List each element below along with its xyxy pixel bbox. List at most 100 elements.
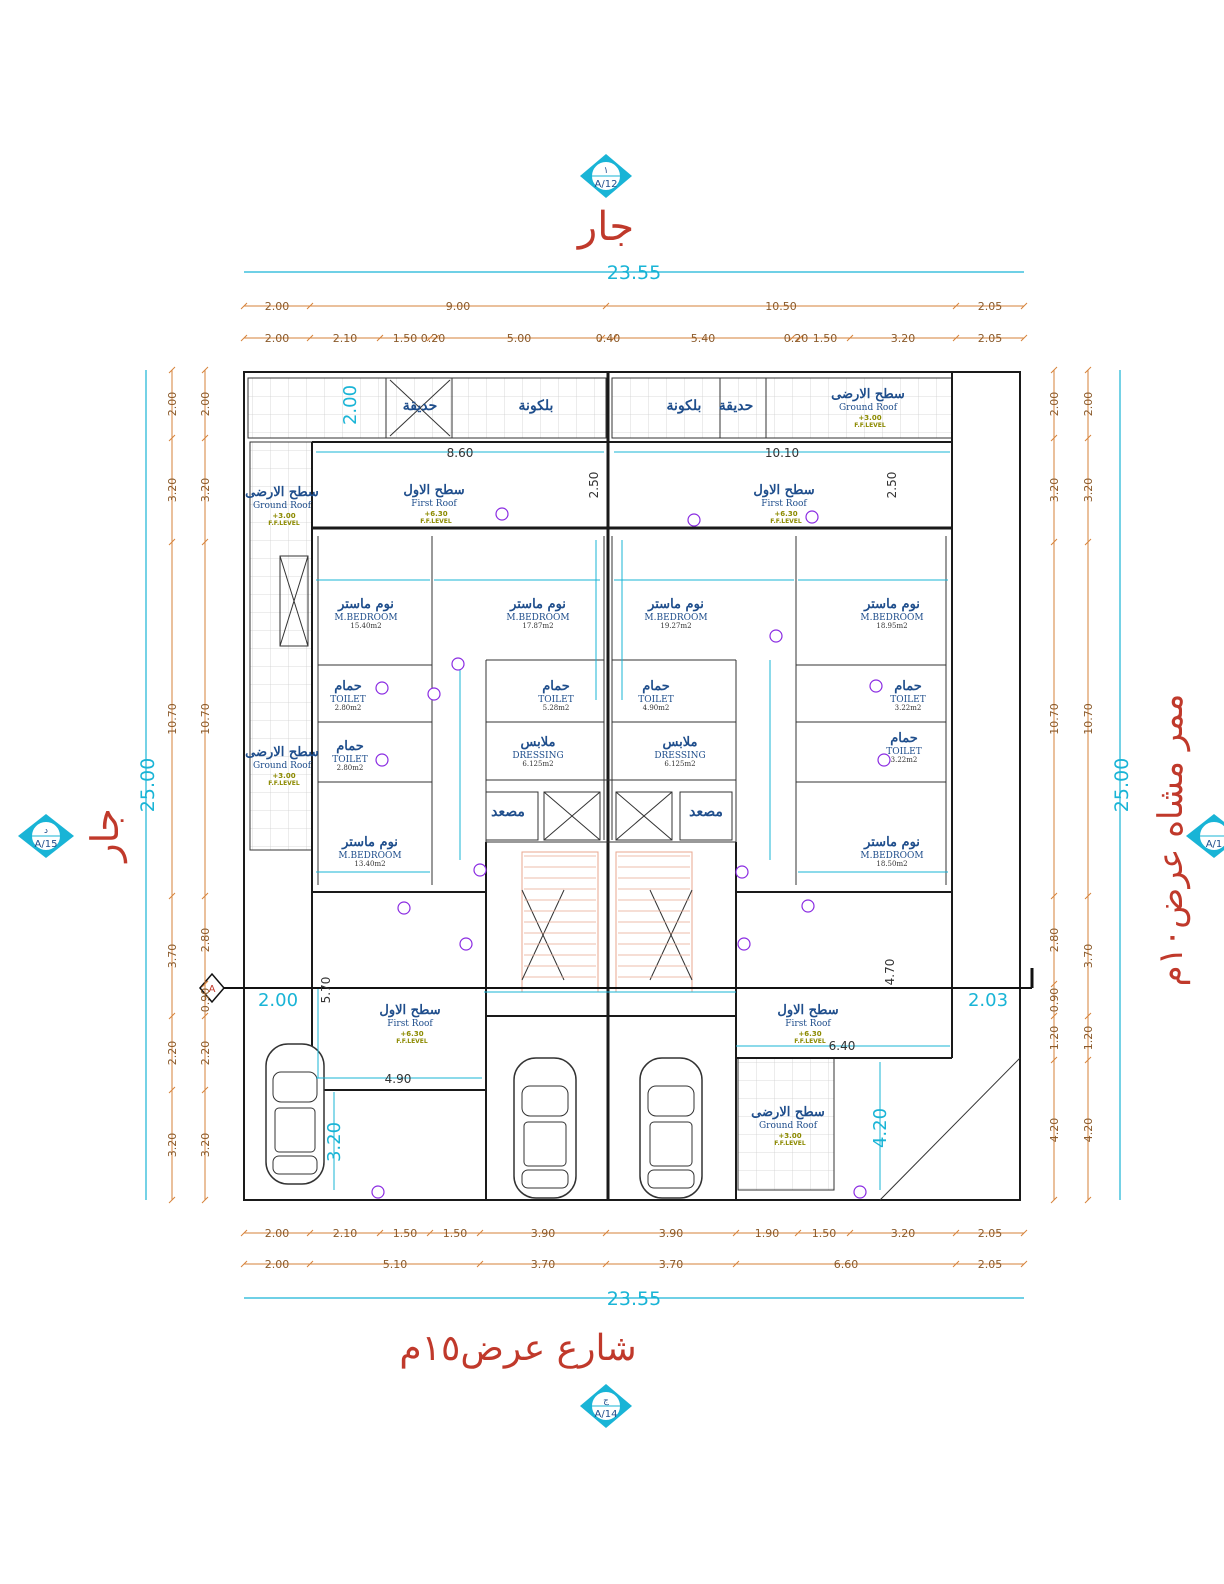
room-area: 2.80m2: [337, 764, 364, 772]
walls: [243, 371, 1021, 1201]
left_inner-tick: [201, 538, 209, 546]
top_row2-tick: [788, 334, 796, 342]
top_row2-tick: [598, 334, 606, 342]
top_row2-tick: [426, 334, 434, 342]
bottom_row2-tick: [1020, 1260, 1028, 1268]
left_inner-label: 2.20: [199, 1041, 212, 1066]
room-name-en: Ground Roof: [759, 1121, 818, 1131]
window-marker: [427, 687, 441, 701]
room-name-ar: نوم ماستر: [863, 597, 920, 612]
room-name-en: M.BEDROOM: [334, 613, 397, 623]
left_inner-tick: [201, 1196, 209, 1204]
room-name-ar: حمام: [336, 739, 364, 754]
room-level: +6.30: [798, 1030, 821, 1038]
room-area: 3.22m2: [895, 704, 922, 712]
bottom_row2-tick: [476, 1260, 484, 1268]
bottom_row1-label: 2.10: [333, 1227, 358, 1240]
top_row2-label: 0.20: [421, 332, 446, 345]
plan-dimension-label: 6.40: [829, 1039, 856, 1053]
street-bottom-label: شارع عرض١٥م: [399, 1328, 636, 1369]
room-name-en: M.BEDROOM: [338, 851, 401, 861]
left_outer-tick: [168, 1012, 176, 1020]
top_row2-tick: [796, 334, 804, 342]
bottom_row2-label: 3.70: [659, 1258, 684, 1271]
room-name-ar: نوم ماستر: [647, 597, 704, 612]
bottom_row1-tick: [732, 1229, 740, 1237]
right_outer-tick: [1084, 1012, 1092, 1020]
top_row2-label: 3.20: [891, 332, 916, 345]
right_inner-tick: [1050, 1012, 1058, 1020]
room-name-en: M.BEDROOM: [860, 613, 923, 623]
top_row2-tick: [610, 334, 618, 342]
top_row2-tick: [952, 334, 960, 342]
top_row2-tick: [306, 334, 314, 342]
room-name-en: First Roof: [761, 499, 807, 509]
left_inner-tick: [201, 1086, 209, 1094]
level-tag: F.F.LEVEL: [794, 1038, 826, 1045]
bottom_row1-tick: [306, 1229, 314, 1237]
room-name-ar: بلكونة: [519, 398, 554, 414]
section-mark-bottom: جA/14: [580, 1384, 632, 1428]
right_outer-label: 3.20: [1082, 478, 1095, 503]
car-icon: [513, 1057, 577, 1199]
right_inner-label: 1.20: [1048, 1026, 1061, 1051]
left_inner-label: 3.20: [199, 1133, 212, 1158]
room-name-en: TOILET: [538, 695, 574, 705]
right_inner-tick: [1050, 1196, 1058, 1204]
room-name-ar: سطح الاول: [379, 1003, 440, 1018]
room-name-en: Ground Roof: [253, 501, 312, 511]
room-area: 6.125m2: [664, 760, 695, 768]
bottom_row1-tick: [846, 1229, 854, 1237]
room-level: +3.00: [272, 772, 295, 780]
room-area: 19.27m2: [660, 622, 691, 630]
window-marker: [877, 753, 891, 767]
room-level: +6.30: [774, 510, 797, 518]
room-name-en: First Roof: [387, 1019, 433, 1029]
room-area: 6.125m2: [522, 760, 553, 768]
room-name-ar: سطح الاول: [777, 1003, 838, 1018]
right_outer-tick: [1084, 892, 1092, 900]
bottom_row2-label: 3.70: [531, 1258, 556, 1271]
level-tag: F.F.LEVEL: [268, 520, 300, 527]
left_inner-label: 3.20: [199, 478, 212, 503]
top_row1-tick: [602, 302, 610, 310]
room-area: 18.50m2: [876, 860, 907, 868]
left_outer-label: 3.70: [166, 944, 179, 969]
top_row1-label: 2.05: [978, 300, 1003, 313]
car-icon: [265, 1043, 325, 1185]
level-tag: F.F.LEVEL: [396, 1038, 428, 1045]
section-number: ١: [604, 166, 609, 176]
bottom_row1-tick: [426, 1229, 434, 1237]
right_inner-tick: [1050, 538, 1058, 546]
plan-dimension-label: 5.70: [319, 977, 333, 1004]
room-name-en: TOILET: [638, 695, 674, 705]
window-marker: [853, 1185, 867, 1199]
room-label: حديقة: [719, 398, 754, 414]
left_outer-tick: [168, 1196, 176, 1204]
top_row2-label: 0.40: [596, 332, 621, 345]
bottom_row1-tick: [602, 1229, 610, 1237]
room-name-en: First Roof: [411, 499, 457, 509]
left_inner-label: 2.80: [199, 928, 212, 953]
window-marker: [495, 507, 509, 521]
top_row2-label: 2.05: [978, 332, 1003, 345]
right_inner-tick: [1050, 434, 1058, 442]
left_inner-tick: [201, 980, 209, 988]
top_row2-tick: [432, 334, 440, 342]
window-marker: [687, 513, 701, 527]
left_outer-tick: [168, 434, 176, 442]
room-name-ar: سطح الاول: [403, 483, 464, 498]
room-name-en: First Roof: [785, 1019, 831, 1029]
room-level: +6.30: [400, 1030, 423, 1038]
room-name-ar: نوم ماستر: [341, 835, 398, 850]
